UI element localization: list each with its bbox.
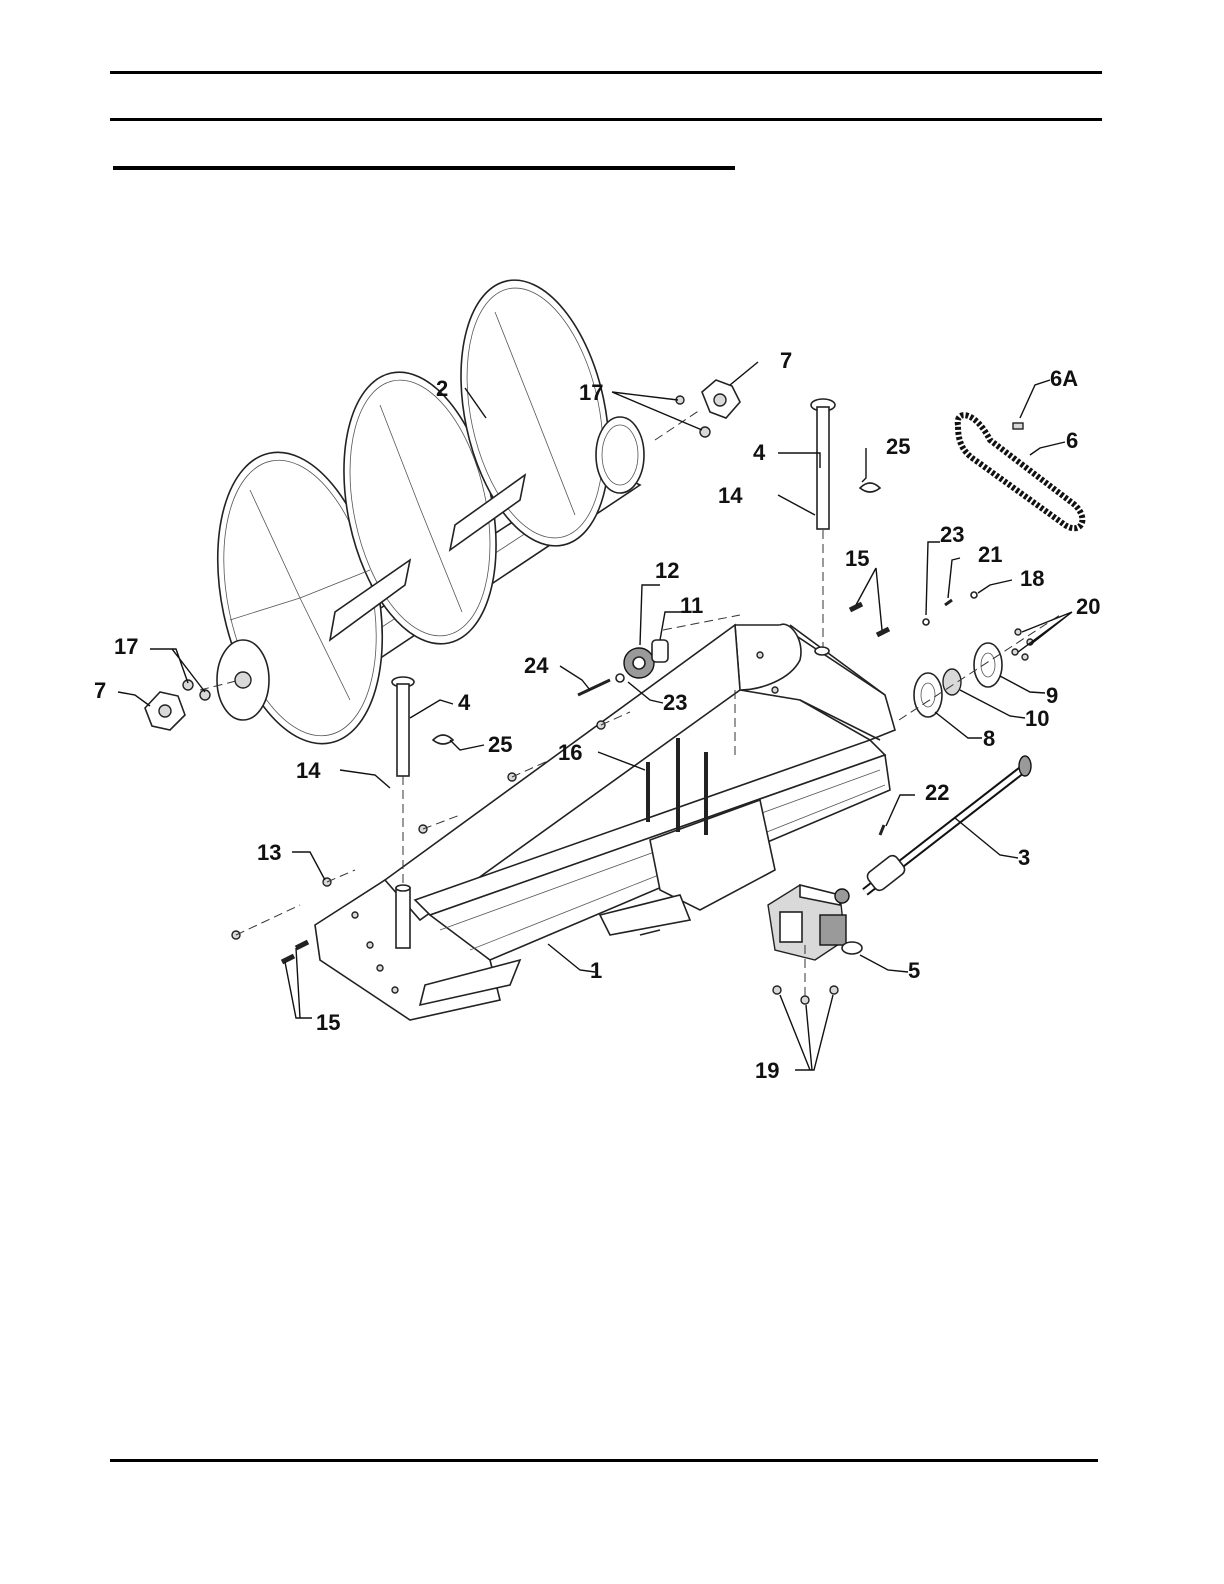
post-socket-left bbox=[396, 888, 410, 948]
support-post-right bbox=[811, 399, 835, 529]
callout-14-left: 14 bbox=[296, 758, 321, 783]
support-post-left bbox=[392, 677, 414, 776]
callout-22: 22 bbox=[925, 780, 949, 805]
callout-18: 18 bbox=[1020, 566, 1044, 591]
callout-23-right: 23 bbox=[940, 522, 964, 547]
callout-6a: 6A bbox=[1050, 366, 1078, 391]
hex-bolt bbox=[296, 942, 308, 948]
callout-13: 13 bbox=[257, 840, 281, 865]
callout-14-right: 14 bbox=[718, 483, 743, 508]
gearbox bbox=[768, 885, 862, 960]
drive-shaft bbox=[865, 756, 1031, 893]
set-screw bbox=[945, 600, 952, 605]
callout-4-right: 4 bbox=[753, 440, 766, 465]
callout-11: 11 bbox=[680, 593, 703, 618]
drive-chain bbox=[958, 415, 1083, 528]
washer bbox=[616, 674, 624, 682]
carriage-bolt bbox=[1022, 654, 1028, 660]
retaining-clip bbox=[860, 483, 880, 492]
callout-19: 19 bbox=[755, 1058, 779, 1083]
callout-16: 16 bbox=[558, 740, 582, 765]
washer bbox=[923, 619, 929, 625]
callout-7-left: 7 bbox=[94, 678, 106, 703]
callout-20: 20 bbox=[1076, 594, 1100, 619]
callout-6: 6 bbox=[1066, 428, 1078, 453]
idler-sprocket bbox=[624, 648, 654, 678]
callout-25-right: 25 bbox=[886, 434, 910, 459]
callout-17-right: 17 bbox=[579, 380, 603, 405]
carriage-bolt bbox=[1015, 629, 1021, 635]
callout-3: 3 bbox=[1018, 845, 1030, 870]
retaining-clip bbox=[433, 735, 453, 744]
flange-bearing-right bbox=[702, 380, 740, 418]
callout-23-left: 23 bbox=[663, 690, 687, 715]
nut bbox=[971, 592, 977, 598]
flange-bearing-left bbox=[145, 692, 185, 730]
callout-9: 9 bbox=[1046, 683, 1058, 708]
bearing-nut bbox=[700, 427, 710, 437]
callout-15-right: 15 bbox=[845, 546, 869, 571]
post-socket-right bbox=[815, 647, 829, 655]
callout-1: 1 bbox=[590, 958, 602, 983]
hex-bolt bbox=[877, 629, 889, 635]
gearbox-nut bbox=[773, 986, 781, 994]
callout-5: 5 bbox=[908, 958, 920, 983]
callout-2: 2 bbox=[436, 376, 448, 401]
idler-bolt bbox=[578, 680, 610, 695]
callout-21: 21 bbox=[978, 542, 1002, 567]
carriage-bolt bbox=[1012, 649, 1018, 655]
callout-25-left: 25 bbox=[488, 732, 512, 757]
key bbox=[880, 825, 884, 835]
callout-17-left: 17 bbox=[114, 634, 138, 659]
bearing-plate bbox=[974, 643, 1002, 687]
callout-8: 8 bbox=[983, 726, 995, 751]
hex-bolt bbox=[282, 956, 294, 962]
callout-10: 10 bbox=[1025, 706, 1049, 731]
callout-12: 12 bbox=[655, 558, 679, 583]
idler-bushing bbox=[652, 640, 668, 662]
gearbox-nut bbox=[801, 996, 809, 1004]
bearing-insert bbox=[943, 669, 961, 695]
gearbox-nut bbox=[830, 986, 838, 994]
callout-15-left: 15 bbox=[316, 1010, 340, 1035]
callout-4-left: 4 bbox=[458, 690, 471, 715]
rotor-sprocket bbox=[596, 417, 644, 493]
callout-7-right: 7 bbox=[780, 348, 792, 373]
rotor-assembly bbox=[193, 266, 644, 759]
callout-24: 24 bbox=[524, 653, 549, 678]
connector-link bbox=[1013, 423, 1023, 429]
